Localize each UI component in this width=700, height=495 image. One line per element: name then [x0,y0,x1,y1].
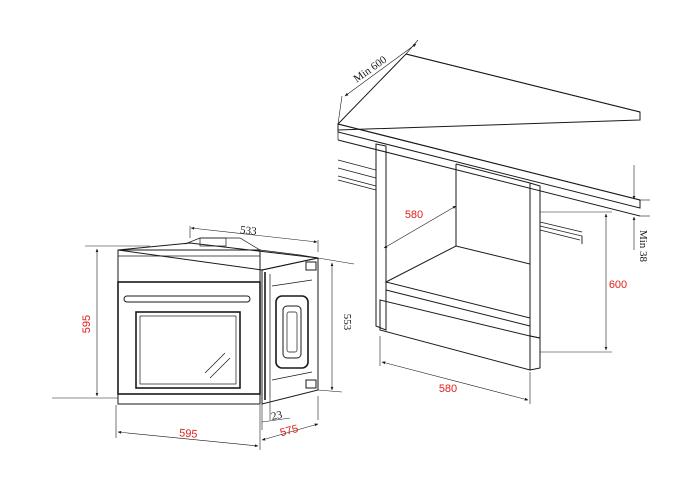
cabinet-left-wall [375,143,387,331]
oven-window [135,311,241,389]
oven-glass-reflection [204,352,226,374]
oven-control-panel [117,249,261,283]
cabinet-dimensions [337,39,650,404]
oven-side-height-label: 553 [341,314,353,331]
cutout-height-label: 600 [609,279,627,291]
cabinet-plinth [379,299,531,371]
cutout-width-label: 580 [439,383,457,395]
oven-top [117,242,319,271]
oven-drawing [117,237,319,405]
oven-bottom-strip [117,393,261,405]
oven-side-depth-label: 575 [279,423,300,439]
oven-width-label: 595 [179,427,198,441]
oven-door-offset-label: 23 [270,409,284,423]
cutout-depth-label: 580 [405,209,423,221]
oven-height-label: 595 [81,315,93,333]
cabinet-right-wall [529,182,541,339]
gap-min-label: Min 38 [637,230,649,263]
oven-top-bracket [184,237,319,259]
oven-side [261,257,319,405]
counter-depth-label: Min 600 [351,54,389,86]
cabinet-drawing [337,53,641,371]
oven-handle [123,295,251,303]
oven-side-frame [275,295,309,369]
countertop-front-edge [337,123,641,209]
oven-top-depth-label: 533 [239,224,257,238]
oven-dimensions [52,226,355,450]
cutout-floor [384,245,531,319]
oven-door [117,281,261,395]
